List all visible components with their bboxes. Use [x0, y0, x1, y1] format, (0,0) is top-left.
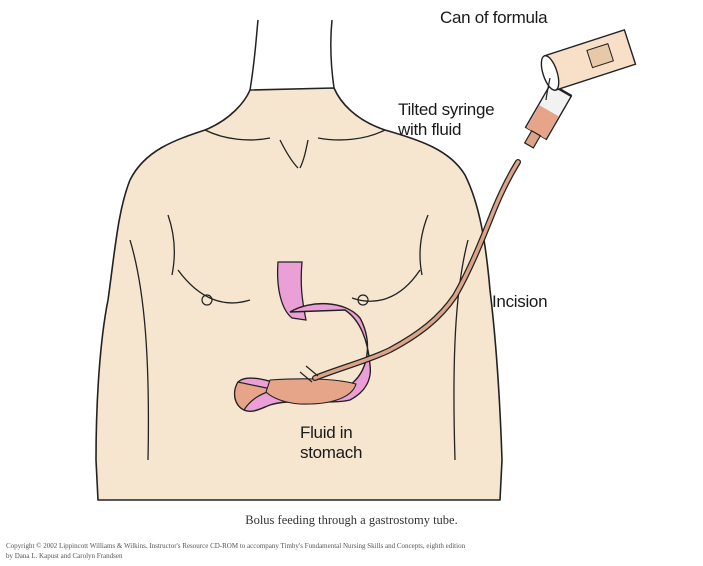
figure-caption: Bolus feeding through a gastrostomy tube… — [0, 513, 703, 528]
syringe-label-line2: with fluid — [398, 120, 461, 140]
fluid-label-line1: Fluid in — [300, 423, 352, 443]
formula-can — [538, 30, 636, 92]
copyright-line-2: by Dana L. Kapust and Carolyn Frandsen — [6, 551, 698, 561]
syringe-label-line1: Tilted syringe — [398, 100, 494, 120]
neck — [250, 20, 334, 90]
copyright-line-1: Copyright © 2002 Lippincott Williams & W… — [6, 541, 698, 551]
syringe — [519, 84, 572, 151]
fluid-label-line2: stomach — [300, 443, 362, 463]
copyright-notice: Copyright © 2002 Lippincott Williams & W… — [6, 541, 698, 561]
incision-label: Incision — [492, 292, 547, 312]
can-of-formula-label: Can of formula — [440, 8, 547, 28]
